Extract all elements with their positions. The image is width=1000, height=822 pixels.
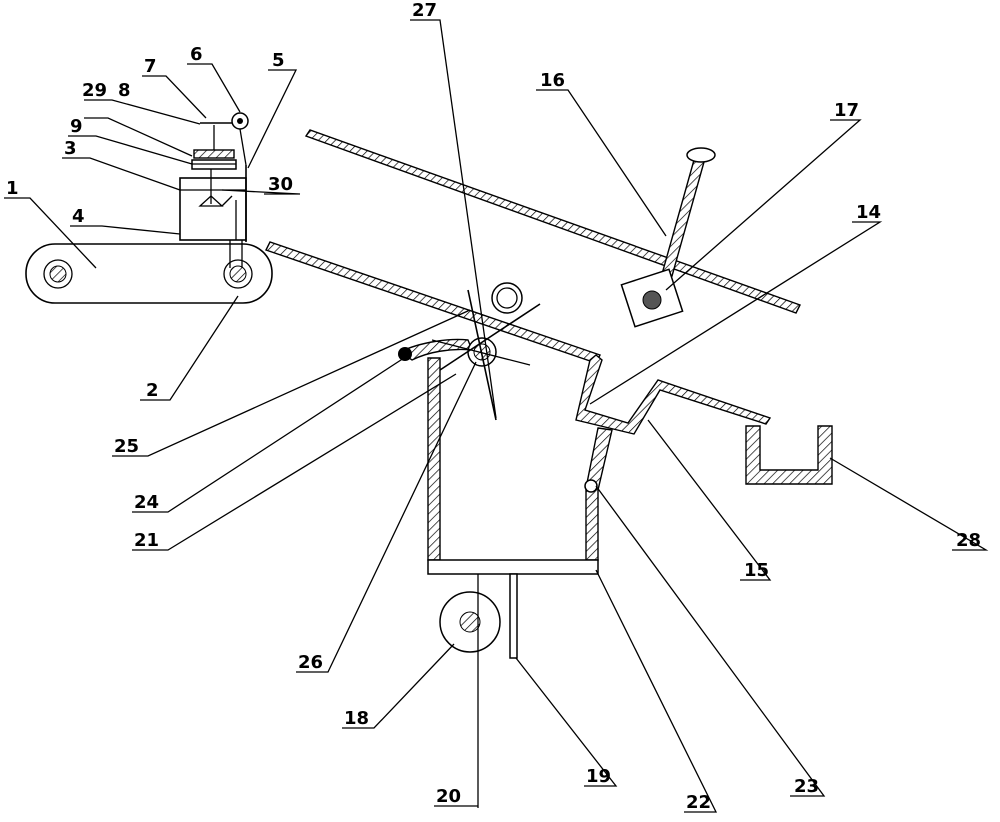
label-19: 19	[586, 766, 611, 787]
label-18: 18	[344, 708, 369, 729]
label-14: 14	[856, 202, 881, 223]
label-28: 28	[956, 530, 981, 551]
label-20: 20	[436, 786, 461, 807]
label-1: 1	[6, 178, 19, 199]
upper-housing	[179, 112, 249, 268]
label-17: 17	[834, 100, 859, 121]
hopper	[398, 338, 613, 575]
label-30: 30	[268, 174, 293, 195]
lower-chute	[265, 241, 601, 364]
label-25: 25	[114, 436, 139, 457]
label-22: 22	[686, 792, 711, 813]
label-5: 5	[272, 50, 285, 71]
paddle-wheel	[431, 282, 541, 421]
label-27: 27	[412, 0, 437, 21]
label-3: 3	[64, 138, 77, 159]
label-6: 6	[190, 44, 203, 65]
label-2: 2	[146, 380, 159, 401]
conveyor-belt	[25, 243, 273, 304]
label-9: 9	[70, 116, 83, 137]
pivot	[584, 479, 598, 493]
label-23: 23	[794, 776, 819, 797]
label-26: 26	[298, 652, 323, 673]
label-15: 15	[744, 560, 769, 581]
label-16: 16	[540, 70, 565, 91]
collector-tray	[745, 425, 833, 485]
label-21: 21	[134, 530, 159, 551]
label-24: 24	[134, 492, 159, 513]
part-labels: 1 2 3 4 5 6 7 8 9 29 30 27 16 17 14 15 2…	[6, 0, 981, 813]
label-29: 29	[82, 80, 107, 101]
lever-block	[620, 147, 716, 328]
label-4: 4	[72, 206, 85, 227]
leader-lines	[4, 19, 989, 813]
label-8: 8	[118, 80, 131, 101]
upper-chute	[304, 129, 801, 314]
label-7: 7	[144, 56, 157, 77]
step-shelf	[575, 354, 772, 435]
roller-and-post	[439, 573, 518, 808]
